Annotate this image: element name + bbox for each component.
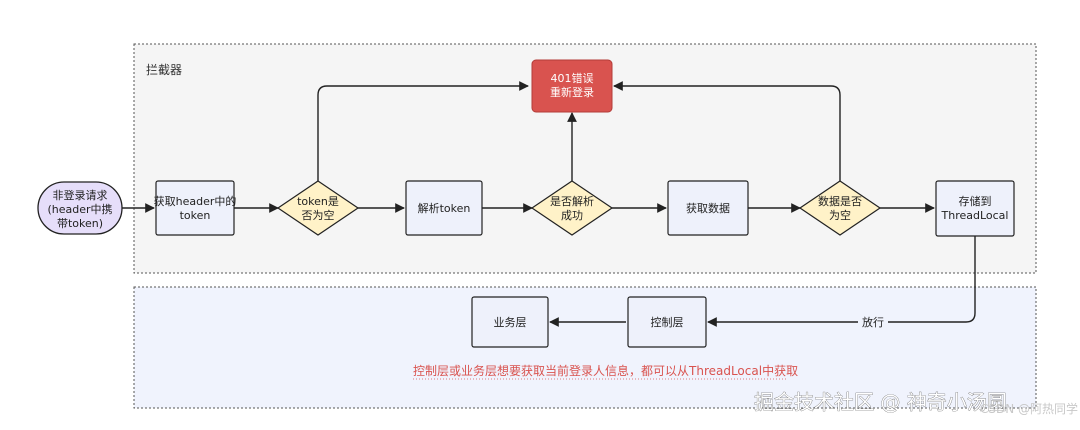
error-node[interactable] xyxy=(531,59,613,113)
get-header-node[interactable] xyxy=(155,180,235,236)
business-label: 业务层 xyxy=(494,316,527,329)
get-data-label: 获取数据 xyxy=(686,201,730,215)
edge-store-to-controller xyxy=(707,236,976,327)
parse-ok-line1: 是否解析 xyxy=(550,194,594,208)
parse-ok-line2: 成功 xyxy=(561,209,583,222)
token-empty-line1: token是 xyxy=(297,195,339,208)
edge-token-empty-to-error xyxy=(317,81,529,181)
business-group xyxy=(133,286,1037,409)
get-data-node[interactable] xyxy=(667,180,749,236)
error-line1: 401错误 xyxy=(551,71,594,85)
get-header-line1: 获取header中的 xyxy=(154,194,237,208)
start-node-line2: (header中携 xyxy=(47,202,112,216)
business-node[interactable] xyxy=(471,296,549,348)
start-node[interactable] xyxy=(37,181,123,235)
parse-token-node[interactable] xyxy=(405,180,483,236)
watermark-sub: CSDN @阿热同学 xyxy=(980,401,1078,416)
controller-node[interactable] xyxy=(627,296,707,348)
store-line1: 存储到 xyxy=(959,194,992,208)
interceptor-group-title: 拦截器 xyxy=(146,63,182,77)
data-empty-line1: 数据是否 xyxy=(818,194,862,208)
watermark-main: 掘金技术社区 @ 神奇小汤圆 xyxy=(754,390,1007,414)
get-header-line2: token xyxy=(180,209,211,222)
data-empty-decision[interactable] xyxy=(798,180,882,236)
start-node-line1: 非登录请求 xyxy=(53,188,108,202)
pass-label: 放行 xyxy=(862,315,884,329)
parse-ok-decision[interactable] xyxy=(530,180,614,236)
error-line2: 重新登录 xyxy=(550,85,594,99)
token-empty-line2: 否为空 xyxy=(302,208,335,222)
data-empty-line2: 为空 xyxy=(829,208,851,222)
store-node[interactable] xyxy=(935,180,1015,237)
parse-token-label: 解析token xyxy=(418,201,471,215)
store-line2: ThreadLocal xyxy=(941,209,1009,222)
pass-label-bg xyxy=(858,314,888,330)
start-node-line3: 带token) xyxy=(57,217,103,230)
edge-data-empty-to-error xyxy=(613,81,841,181)
token-empty-decision[interactable] xyxy=(276,180,360,236)
threadlocal-note: 控制层或业务层想要获取当前登录人信息，都可以从ThreadLocal中获取 xyxy=(413,363,798,378)
controller-label: 控制层 xyxy=(651,315,684,329)
